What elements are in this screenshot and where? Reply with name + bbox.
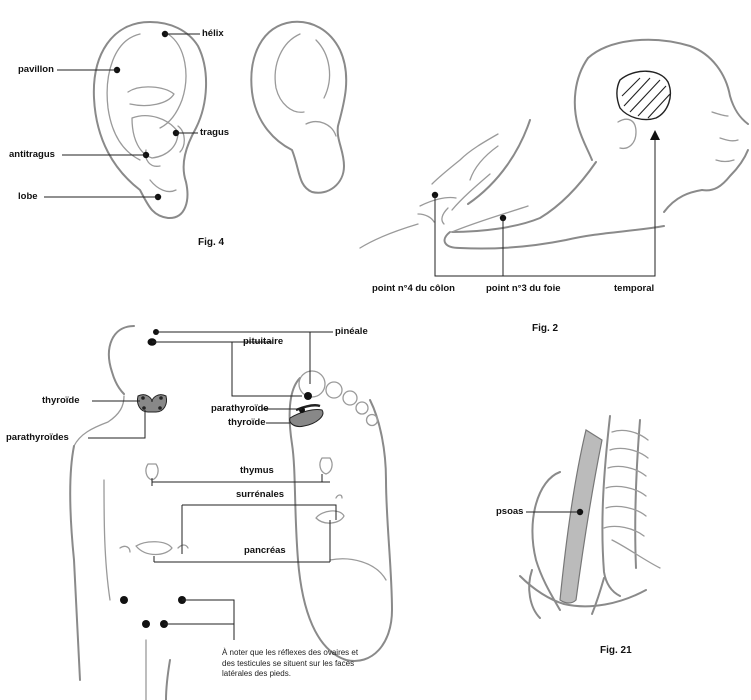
caption-fig-4: Fig. 4 [198, 237, 225, 248]
label-temporal: temporal [614, 283, 655, 294]
caption-fig-21: Fig. 21 [600, 645, 632, 656]
ear-front-drawing [92, 21, 207, 220]
label-psoas: psoas [496, 506, 524, 517]
label-surrenales: surrénales [236, 489, 285, 500]
label-thymus: thymus [240, 465, 274, 476]
ear-leaders [44, 30, 200, 201]
label-thyroide-foot: thyroïde [228, 417, 266, 428]
body-drawing [69, 325, 171, 700]
label-pituitaire: pituitaire [243, 336, 284, 347]
label-helix: hélix [202, 28, 224, 39]
label-thyroide-body: thyroïde [42, 395, 80, 406]
ear-back-drawing [250, 20, 348, 194]
head-drawing [573, 38, 749, 213]
label-parathyroide-foot: parathyroïde [211, 403, 269, 414]
body-leaders [88, 329, 337, 640]
label-tragus: tragus [200, 127, 230, 138]
label-antitragus: antitragus [9, 149, 55, 160]
caption-fig-2: Fig. 2 [532, 323, 559, 334]
head-leaders [431, 130, 660, 277]
psoas-drawing [519, 415, 661, 619]
label-parathyroides: parathyroïdes [6, 432, 69, 443]
label-pavillon: pavillon [18, 64, 54, 75]
psoas-leaders [526, 508, 584, 516]
label-pineale: pinéale [335, 326, 368, 337]
label-liver-point: point n°3 du foie [486, 283, 561, 294]
label-pancreas: pancréas [244, 545, 286, 556]
note-ovaries-testicles: À noter que les réflexes des ovaires et … [222, 648, 359, 678]
foot-drawing [288, 370, 393, 662]
hand-drawing [359, 119, 665, 250]
label-colon-point: point n°4 du côlon [372, 283, 455, 294]
thyroid-glands [137, 394, 324, 427]
organ-shapes [119, 457, 345, 556]
label-lobe: lobe [18, 191, 38, 202]
